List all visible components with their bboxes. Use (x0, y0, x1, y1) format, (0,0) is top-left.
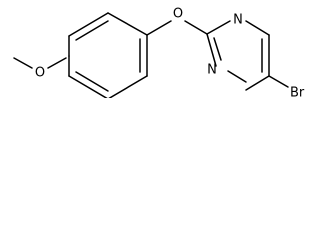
benzene-ring (68, 12, 148, 98)
bond-ring-ether-o (146, 20, 172, 36)
ring-bond-5 (108, 75, 148, 98)
chemical-structure: O O N N Br (13, 7, 305, 99)
atom-label-br: Br (290, 86, 305, 99)
atom-label-ether-o: O (173, 7, 183, 22)
pyr-bond-n3-c2 (206, 33, 217, 67)
bond-c5-br (268, 75, 289, 88)
pyr-bond-n1-c6 (245, 20, 270, 36)
atom-label-n-top: N (233, 13, 243, 28)
atom-label-methoxy-o: O (35, 66, 45, 81)
ring-double-1 (75, 20, 109, 41)
pyr-double-c2-n3 (213, 37, 222, 61)
bond-ether-o-pyrimidine (184, 20, 208, 35)
ring-bond-3 (107, 12, 148, 36)
pyr-double-c4-n3 (227, 70, 247, 83)
ether-linkage (146, 20, 208, 36)
pyr-bond-c2-n1 (206, 20, 231, 35)
atom-label-n-bottom: N (207, 63, 217, 78)
ring-double-3 (75, 71, 109, 92)
ring-bond-6 (68, 75, 108, 98)
bond-methyl-o (13, 57, 33, 69)
ring-bond-2 (68, 12, 109, 37)
pyrimidine-ring (206, 20, 270, 91)
pyr-bond-c5-c4 (245, 75, 270, 91)
methoxy-group (13, 57, 67, 69)
bond-o-ring (47, 57, 67, 69)
